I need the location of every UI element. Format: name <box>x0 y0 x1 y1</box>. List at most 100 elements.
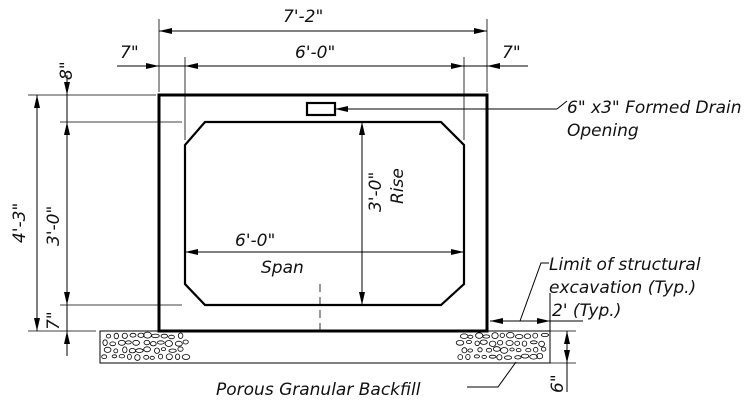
gravel-stone <box>164 340 173 347</box>
rise-word-label: Rise <box>388 168 408 204</box>
span-word-label: Span <box>261 258 304 278</box>
gravel-stone <box>181 354 191 360</box>
gravel-stone <box>156 340 165 345</box>
outer-box-outline <box>157 93 489 333</box>
rise-value-label: 3'-0" <box>366 172 386 212</box>
inner-opening-outline <box>183 120 466 307</box>
gravel-stone <box>525 347 532 353</box>
gravel-stone <box>473 354 480 359</box>
gravel-stone <box>521 340 528 347</box>
backfill-note: Porous Granular Backfill <box>216 380 421 400</box>
overall-width-label: 7'-2" <box>283 7 323 27</box>
gravel-stone <box>515 334 524 340</box>
gravel-stone <box>174 340 183 347</box>
gravel-stone <box>143 354 150 360</box>
arrowhead <box>474 28 487 34</box>
gravel-stone <box>488 340 497 347</box>
gravel-stone <box>113 348 119 354</box>
gravel-stone <box>121 332 128 339</box>
gravel-stone <box>168 348 177 353</box>
gravel-stone <box>457 354 464 361</box>
gravel-stone <box>491 332 499 340</box>
gravel-stone <box>479 339 488 345</box>
span-value-label: 6'-0" <box>235 231 275 251</box>
arrowhead <box>64 331 70 344</box>
gravel-stone <box>499 332 505 338</box>
gravel-stone <box>149 355 155 360</box>
bedding-thickness-label: 6" <box>548 374 568 393</box>
gravel-stone <box>482 334 491 339</box>
gravel-stone <box>177 346 184 352</box>
gravel-stone <box>160 333 168 339</box>
gravel-stone <box>467 334 474 339</box>
gravel-stone <box>488 354 497 359</box>
gravel-hatch-left <box>101 331 191 361</box>
drain-opening <box>305 101 337 117</box>
gravel-stone <box>154 347 160 354</box>
gravel-stone <box>109 341 116 347</box>
gravel-stone <box>122 346 128 354</box>
gravel-stone <box>175 353 181 360</box>
gravel-stone <box>467 348 473 353</box>
gravel-stone <box>515 348 522 353</box>
gravel-hatch-right <box>455 332 550 361</box>
gravel-stone <box>118 354 126 359</box>
arrowhead <box>359 122 365 135</box>
gravel-stone <box>532 332 538 339</box>
overall-height-label: 4'-3" <box>10 203 30 243</box>
gravel-stone <box>111 354 118 359</box>
drain-note-line1: 6" x3" Formed Drain <box>567 98 742 118</box>
gravel-stone <box>529 354 538 360</box>
gravel-stone <box>160 347 167 352</box>
gravel-stone <box>150 341 157 347</box>
arrowhead <box>159 28 172 34</box>
arrowhead <box>490 318 503 324</box>
gravel-stone <box>481 354 487 359</box>
excavation-note-line2: excavation (Typ.) <box>549 278 696 298</box>
gravel-stone <box>536 352 544 360</box>
gravel-stone <box>151 333 160 339</box>
arrowhead <box>335 106 348 112</box>
gravel-stone <box>477 347 483 353</box>
arrowhead <box>185 249 198 255</box>
gravel-stone <box>126 353 132 360</box>
gravel-stone <box>143 339 151 346</box>
gravel-stone <box>137 332 145 338</box>
gravel-stone <box>168 334 175 340</box>
backfill-leader <box>467 361 517 388</box>
arrowhead <box>564 350 570 363</box>
gravel-stone <box>465 353 471 360</box>
gravel-stone <box>129 332 137 338</box>
gravel-stone <box>165 353 173 361</box>
gravel-stone <box>514 340 520 346</box>
left-wall-label: 7" <box>120 43 139 63</box>
gravel-stone <box>466 339 472 344</box>
gravel-stone <box>177 332 184 339</box>
gravel-stone <box>523 333 532 339</box>
gravel-stone <box>505 340 514 346</box>
gravel-stone <box>182 339 189 345</box>
gravel-stone <box>461 347 468 354</box>
arrowhead <box>564 331 570 344</box>
gravel-stone <box>113 332 119 340</box>
gravel-stone <box>497 340 504 346</box>
arrowhead <box>537 318 550 324</box>
gravel-stone <box>503 355 513 360</box>
gravel-stone <box>103 346 112 353</box>
gravel-stone <box>540 346 547 352</box>
gravel-stone <box>492 346 501 352</box>
excavation-leader <box>519 262 549 322</box>
gravel-stone <box>475 332 484 339</box>
arrowhead <box>451 249 464 255</box>
gravel-stone <box>485 347 493 353</box>
drain-leader-tick <box>556 100 568 110</box>
arrowhead <box>185 63 198 69</box>
drain-note-line2: Opening <box>567 121 639 141</box>
gravel-stone <box>102 339 108 347</box>
arrowhead <box>146 63 159 69</box>
gravel-stone <box>496 354 503 361</box>
gravel-stone <box>500 347 509 354</box>
gravel-stone <box>509 347 515 352</box>
bottom-slab-label: 7" <box>44 311 64 330</box>
